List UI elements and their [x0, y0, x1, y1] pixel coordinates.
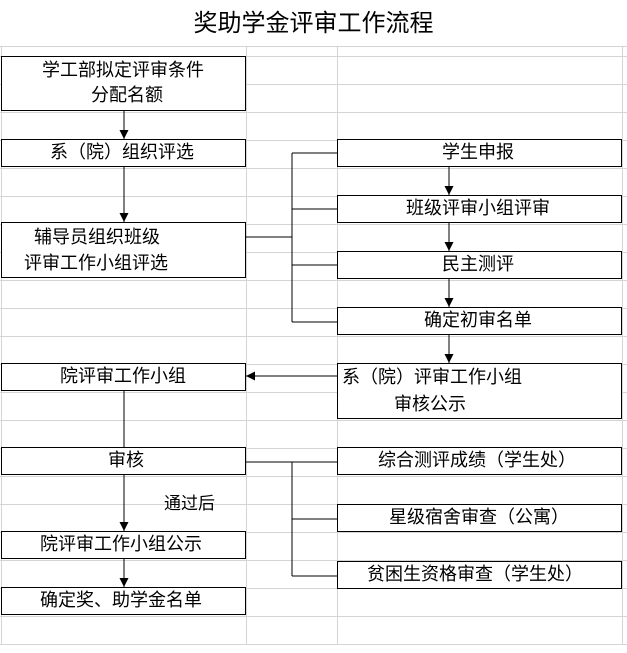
class-review-label: 班级评审小组评审: [406, 198, 550, 219]
box-poverty-check: 贫困生资格审查（学生处）: [337, 561, 622, 589]
composite-score-label: 综合测评成绩（学生处）: [378, 450, 576, 471]
box-preliminary-list: 确定初审名单: [337, 307, 622, 335]
dept-review-group-line2: 审核公示: [394, 394, 466, 415]
passed-note: 通过后: [164, 494, 215, 514]
box-review: 审核: [1, 447, 246, 475]
box-student-apply: 学生申报: [337, 139, 622, 167]
counselor-line2: 评审工作小组评选: [24, 253, 168, 274]
box-counselor-selection: 辅导员组织班级 评审工作小组评选: [1, 222, 246, 278]
draft-conditions-line1: 学工部拟定评审条件: [42, 60, 204, 81]
counselor-line1: 辅导员组织班级: [34, 227, 160, 248]
dorm-check-label: 星级宿舍审查（公寓）: [389, 507, 569, 528]
final-list-label: 确定奖、助学金名单: [40, 590, 202, 611]
box-composite-score: 综合测评成绩（学生处）: [337, 447, 622, 475]
box-class-review: 班级评审小组评审: [337, 195, 622, 223]
box-college-review-group: 院评审工作小组: [1, 363, 246, 391]
dept-selection-label: 系（院）组织评选: [50, 142, 194, 163]
box-democratic-eval: 民主测评: [337, 251, 622, 279]
box-college-publicity: 院评审工作小组公示: [1, 531, 246, 559]
college-review-group-label: 院评审工作小组: [60, 366, 186, 387]
box-final-list: 确定奖、助学金名单: [1, 587, 246, 615]
dept-review-group-line1: 系（院）评审工作小组: [342, 367, 522, 388]
box-dept-review-group: 系（院）评审工作小组 审核公示: [337, 363, 622, 419]
review-label: 审核: [108, 450, 144, 471]
box-dorm-check: 星级宿舍审查（公寓）: [337, 504, 622, 532]
preliminary-list-label: 确定初审名单: [424, 310, 532, 331]
democratic-eval-label: 民主测评: [442, 254, 514, 275]
box-dept-selection: 系（院）组织评选: [1, 139, 246, 167]
page-title: 奖助学金评审工作流程: [193, 9, 434, 37]
box-draft-conditions: 学工部拟定评审条件 分配名额: [1, 56, 246, 111]
college-publicity-label: 院评审工作小组公示: [40, 534, 202, 555]
draft-conditions-line2: 分配名额: [91, 85, 163, 106]
connector-lines: [119, 111, 454, 587]
poverty-check-label: 贫困生资格审查（学生处）: [367, 564, 583, 585]
student-apply-label: 学生申报: [442, 142, 514, 163]
